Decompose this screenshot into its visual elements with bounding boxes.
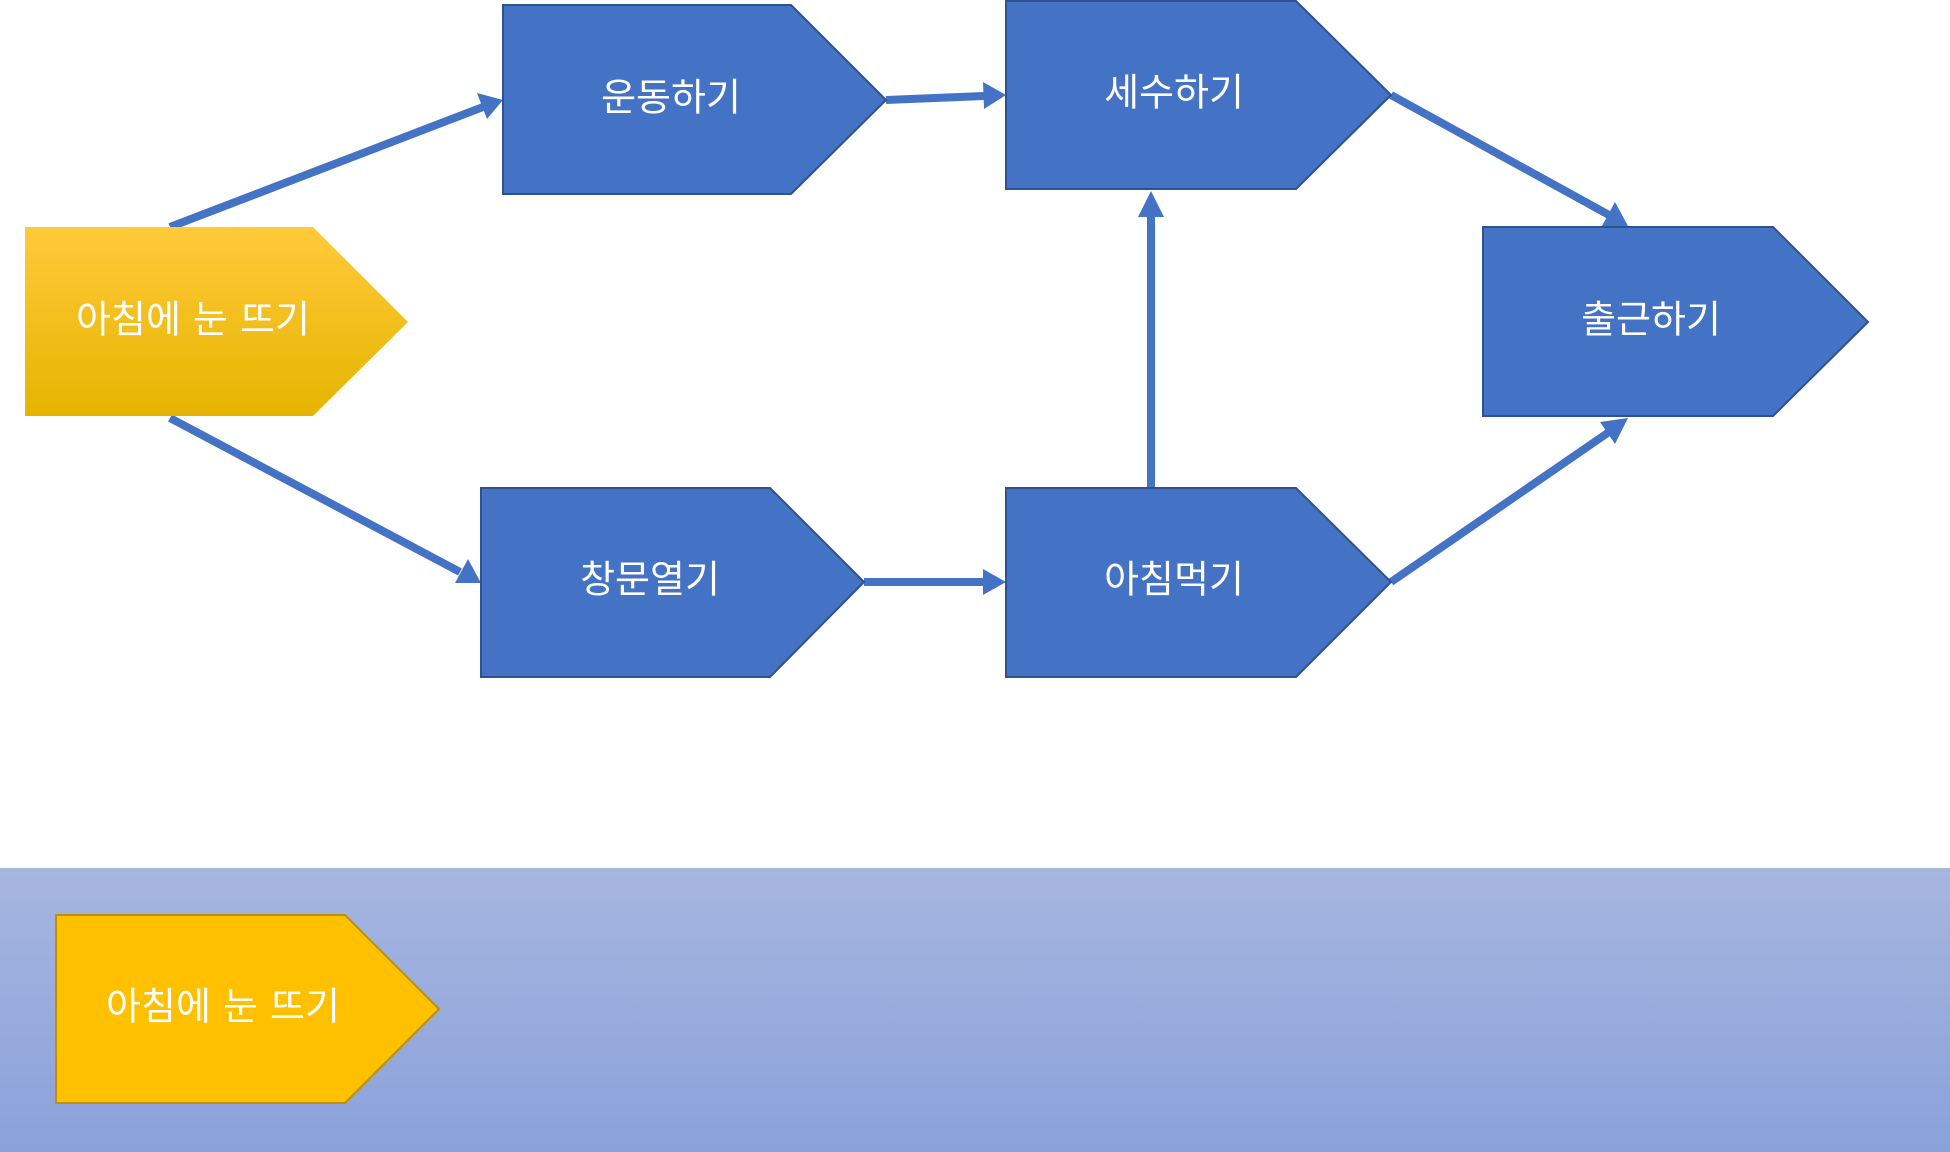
node-wash-face[interactable]: 세수하기 xyxy=(1005,0,1393,190)
arrow-open-window-to-eat-breakfast xyxy=(864,569,1006,595)
node-wake-up[interactable]: 아침에 눈 뜨기 xyxy=(25,227,408,416)
node-commute-label: 출근하기 xyxy=(1581,298,1721,342)
node-open-window-shape xyxy=(480,487,866,678)
node-open-window-label: 창문열기 xyxy=(580,558,720,602)
arrow-wake-up-to-exercise xyxy=(168,93,503,231)
arrow-wash-face-to-commute xyxy=(1389,91,1628,226)
node-exercise-shape xyxy=(502,4,888,195)
node-wash-face-shape xyxy=(1005,0,1393,190)
arrow-exercise-to-wash-face xyxy=(885,82,1006,109)
node-commute-shape xyxy=(1482,226,1870,417)
node-eat-breakfast[interactable]: 아침먹기 xyxy=(1005,487,1393,678)
node-wash-face-label: 세수하기 xyxy=(1104,71,1244,115)
edges-layer xyxy=(168,82,1628,595)
node-exercise[interactable]: 운동하기 xyxy=(502,4,888,195)
node-commute[interactable]: 출근하기 xyxy=(1482,226,1870,417)
arrow-eat-breakfast-to-commute xyxy=(1388,418,1628,586)
shape-palette-panel: 아침에 눈 뜨기 xyxy=(0,868,1950,1152)
node-open-window[interactable]: 창문열기 xyxy=(480,487,866,678)
node-wake-up-label: 아침에 눈 뜨기 xyxy=(76,298,310,342)
palette-item-start-shape-label: 아침에 눈 뜨기 xyxy=(106,985,340,1029)
node-wake-up-shape xyxy=(25,227,408,416)
node-eat-breakfast-label: 아침먹기 xyxy=(1104,558,1244,602)
arrow-wake-up-to-open-window xyxy=(168,414,481,583)
arrow-eat-breakfast-to-wash-face xyxy=(1138,191,1164,487)
node-exercise-label: 운동하기 xyxy=(601,76,741,120)
nodes-layer: 아침에 눈 뜨기 운동하기 세수하기 출근하기 창문열기 아침먹기 xyxy=(25,0,1870,678)
palette-item-start-shape-body xyxy=(55,914,441,1104)
palette-item-start-shape[interactable]: 아침에 눈 뜨기 xyxy=(55,914,441,1104)
node-eat-breakfast-shape xyxy=(1005,487,1393,678)
